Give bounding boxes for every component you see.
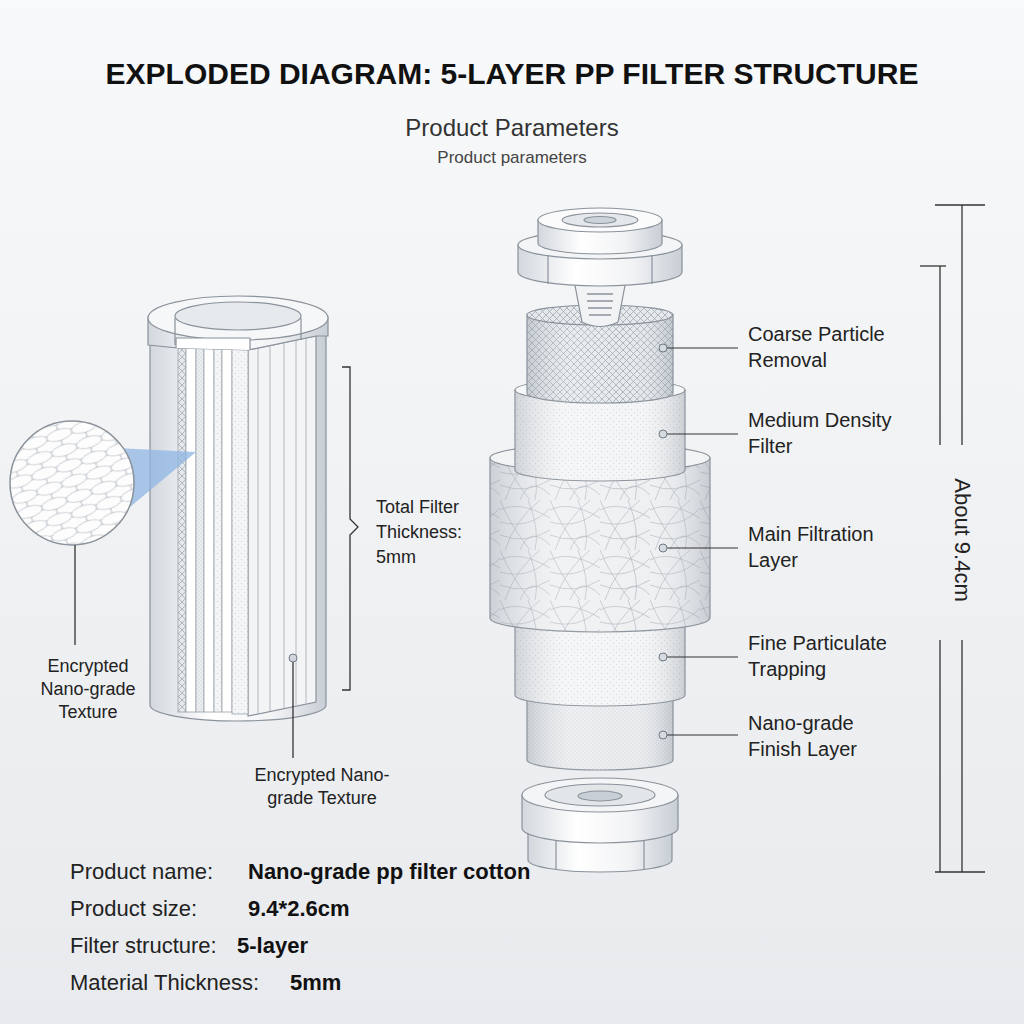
exploded-stack bbox=[490, 208, 710, 872]
height-dimension bbox=[920, 265, 946, 266]
magnified-texture bbox=[5, 415, 140, 550]
inner-layer-lines bbox=[306, 338, 307, 704]
height-dimension bbox=[939, 640, 940, 872]
coarse-mesh-layer bbox=[527, 315, 673, 403]
cap-tab bbox=[589, 314, 611, 316]
section-heading: Product Parameters bbox=[302, 113, 722, 143]
bottom-end-cap bbox=[545, 784, 655, 806]
layer-callout: Fine Particulate Trapping bbox=[748, 630, 903, 682]
height-dimension bbox=[961, 640, 962, 872]
inner-layer-lines bbox=[284, 342, 285, 708]
bottom-end-cap bbox=[522, 778, 678, 812]
cap-tab bbox=[587, 294, 613, 315]
cut-section-layers bbox=[186, 348, 196, 712]
spec-value: 5-layer bbox=[237, 932, 537, 960]
top-end-cap bbox=[538, 208, 662, 232]
inner-face bbox=[248, 336, 316, 716]
spec-value: 9.4*2.6cm bbox=[248, 895, 548, 923]
layer-leaders bbox=[667, 547, 738, 548]
layer-leaders bbox=[659, 430, 667, 438]
cap-tab bbox=[587, 293, 613, 295]
top-end-cap bbox=[547, 252, 548, 284]
bottom-end-cap bbox=[578, 791, 622, 801]
cut-section-layers bbox=[178, 348, 248, 714]
thickness-bracket bbox=[342, 367, 358, 690]
medium-density-layer bbox=[515, 390, 685, 481]
section-subheading: Product parameters bbox=[352, 147, 672, 169]
dimension-label: About 9.4cm bbox=[948, 440, 976, 640]
cut-section-layers bbox=[204, 348, 214, 712]
cap-tab bbox=[588, 307, 612, 309]
layer-leaders bbox=[667, 433, 738, 434]
cut-section-layers bbox=[178, 348, 186, 712]
inner-layer-lines bbox=[296, 340, 297, 706]
layer-leaders bbox=[659, 344, 667, 352]
layer-callout: Coarse Particle Removal bbox=[748, 321, 903, 373]
cap-tab bbox=[574, 280, 626, 327]
height-dimension bbox=[961, 205, 962, 445]
coarse-mesh-layer bbox=[527, 315, 673, 403]
cutaway-cartridge bbox=[148, 296, 328, 721]
cut-section-layers bbox=[222, 348, 232, 712]
layer-callout: Nano-grade Finish Layer bbox=[748, 710, 903, 762]
height-dimension bbox=[920, 205, 985, 872]
leader-dot bbox=[289, 654, 297, 662]
cut-section-layers bbox=[214, 348, 222, 712]
inner-layer-lines bbox=[270, 345, 271, 711]
layer-leaders bbox=[667, 348, 738, 735]
layer-leaders bbox=[667, 347, 738, 348]
layer-callout: Main Filtration Layer bbox=[748, 521, 903, 573]
layer-leaders bbox=[659, 544, 667, 552]
cut-section-layers bbox=[196, 348, 204, 712]
diagram-title: EXPLODED DIAGRAM: 5-LAYER PP FILTER STRU… bbox=[12, 55, 1012, 93]
spec-name: Product name: bbox=[70, 858, 250, 886]
height-dimension bbox=[935, 204, 985, 205]
layer-leaders bbox=[659, 344, 738, 739]
height-dimension bbox=[939, 266, 940, 445]
cap-opening bbox=[175, 302, 301, 330]
left-leaders bbox=[75, 367, 358, 758]
spec-name: Material Thickness: bbox=[70, 969, 310, 997]
layer-leaders bbox=[667, 734, 738, 735]
spec-name: Product size: bbox=[70, 895, 250, 923]
magnifier-circle bbox=[10, 421, 134, 545]
layer-leaders bbox=[659, 344, 667, 739]
bottom-end-cap bbox=[555, 836, 556, 870]
main-filtration-layer bbox=[490, 458, 710, 632]
bottom-end-cap bbox=[522, 778, 678, 872]
top-end-cap bbox=[562, 213, 638, 227]
cut-section-layers bbox=[232, 348, 248, 714]
magnified-texture bbox=[5, 415, 140, 550]
texture-callout: Encrypted Nano-grade Texture bbox=[236, 764, 408, 810]
top-end-cap bbox=[584, 217, 616, 224]
layer-leaders bbox=[659, 731, 667, 739]
layer-callout: Medium Density Filter bbox=[748, 407, 903, 459]
height-dimension bbox=[935, 871, 985, 872]
layer-leaders bbox=[667, 656, 738, 657]
layer-leaders bbox=[659, 653, 667, 661]
top-end-cap bbox=[518, 208, 682, 286]
cartridge-shell bbox=[150, 335, 326, 721]
spec-value: Nano-grade pp filter cotton bbox=[248, 858, 668, 886]
main-filtration-layer bbox=[490, 458, 710, 632]
bottom-end-cap bbox=[643, 836, 644, 870]
magnified-texture bbox=[5, 415, 196, 550]
cut-step bbox=[176, 338, 250, 350]
left-leaders bbox=[292, 662, 293, 758]
cap-tab bbox=[574, 280, 626, 327]
cap-tab bbox=[587, 300, 613, 302]
top-end-cap bbox=[651, 252, 652, 284]
inner-layer-lines bbox=[258, 338, 306, 714]
thickness-note: Total Filter Thickness: 5mm bbox=[376, 495, 486, 570]
inner-layer-lines bbox=[258, 348, 259, 714]
left-leaders bbox=[74, 545, 75, 645]
texture-callout: Encrypted Nano-grade Texture bbox=[32, 655, 144, 724]
spec-value: 5mm bbox=[290, 969, 590, 997]
medium-density-layer bbox=[515, 390, 685, 481]
